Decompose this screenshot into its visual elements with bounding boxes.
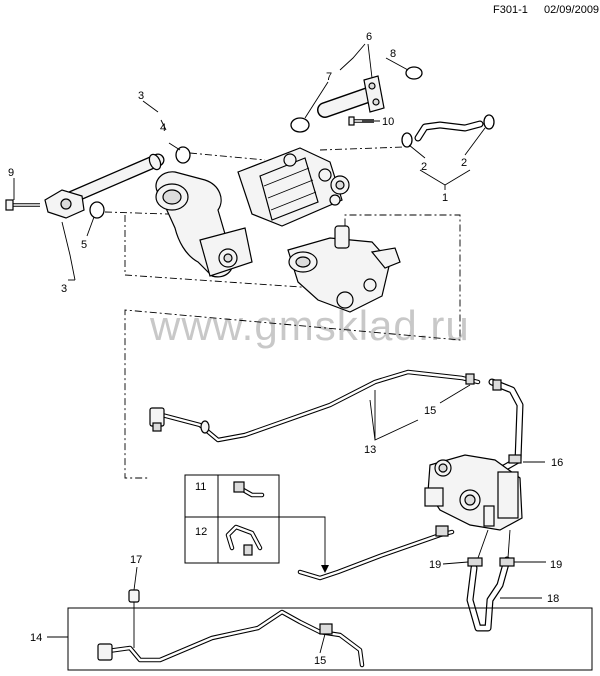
callout-7: 7 (326, 71, 332, 83)
coolant-hose-1 (414, 120, 484, 142)
dash-link-ring4 (189, 152, 266, 161)
coolant-pipe-lower (297, 525, 455, 581)
callout-5: 5 (81, 239, 87, 251)
callout-15-lower: 15 (314, 655, 326, 667)
thermostat-housing (287, 225, 401, 313)
callout-15-upper: 15 (424, 405, 436, 417)
oil-cooler (237, 147, 350, 227)
dash-link-hose1 (319, 146, 406, 151)
callout-2-right: 2 (461, 157, 467, 169)
callout-19-right: 19 (550, 559, 562, 571)
callout-13: 13 (364, 444, 376, 456)
callout-14: 14 (30, 632, 42, 644)
callout-2-left: 2 (421, 161, 427, 173)
callout-17: 17 (130, 554, 142, 566)
seal-ring-7 (290, 117, 310, 133)
callout-11: 11 (195, 481, 206, 493)
seal-ring-4 (175, 146, 191, 164)
callout-16: 16 (551, 457, 563, 469)
callout-6: 6 (366, 31, 372, 43)
clamp-19b (499, 557, 515, 567)
bolt-9 (5, 199, 40, 211)
coolant-pipe-13 (149, 369, 481, 443)
callout-8: 8 (390, 48, 396, 60)
coolant-pipe-7 (317, 75, 385, 118)
coolant-hose-18 (466, 556, 511, 632)
callout-10: 10 (382, 116, 394, 128)
detail-box-11-12 (184, 474, 280, 564)
clamp-15a (465, 373, 502, 391)
diagram-date: 02/09/2009 (544, 4, 600, 16)
hose-end-12 (225, 524, 263, 556)
callout-3-upper: 3 (138, 90, 144, 102)
callout-18: 18 (547, 593, 559, 605)
seal-ring-5 (89, 201, 105, 219)
diagram-code: F301-1 (493, 4, 528, 16)
coolant-pipe-14 (97, 609, 365, 668)
callout-3-lower: 3 (61, 283, 67, 295)
callout-4: 4 (160, 122, 166, 134)
coolant-pipe-3 (44, 153, 165, 219)
callout-9: 9 (8, 167, 14, 179)
arrow-head (321, 565, 329, 573)
seal-ring-2a (401, 132, 413, 148)
oil-filter-housing (155, 171, 253, 278)
clamp-15b (319, 623, 333, 635)
callout-1: 1 (442, 192, 448, 204)
frame-upper (124, 214, 461, 479)
leader-lines (13, 43, 546, 654)
clamp-19a (467, 557, 483, 567)
callout-12: 12 (195, 526, 207, 538)
hose-end-11 (233, 481, 265, 498)
seal-ring-8 (405, 66, 423, 80)
clamp-16 (508, 454, 522, 464)
callout-19-left: 19 (429, 559, 441, 571)
clip-17 (128, 589, 140, 608)
detail-box-14 (67, 607, 593, 671)
seal-ring-2b (483, 114, 495, 130)
watermark: www.gmsklad.ru (149, 302, 470, 349)
egr-valve (424, 454, 523, 531)
